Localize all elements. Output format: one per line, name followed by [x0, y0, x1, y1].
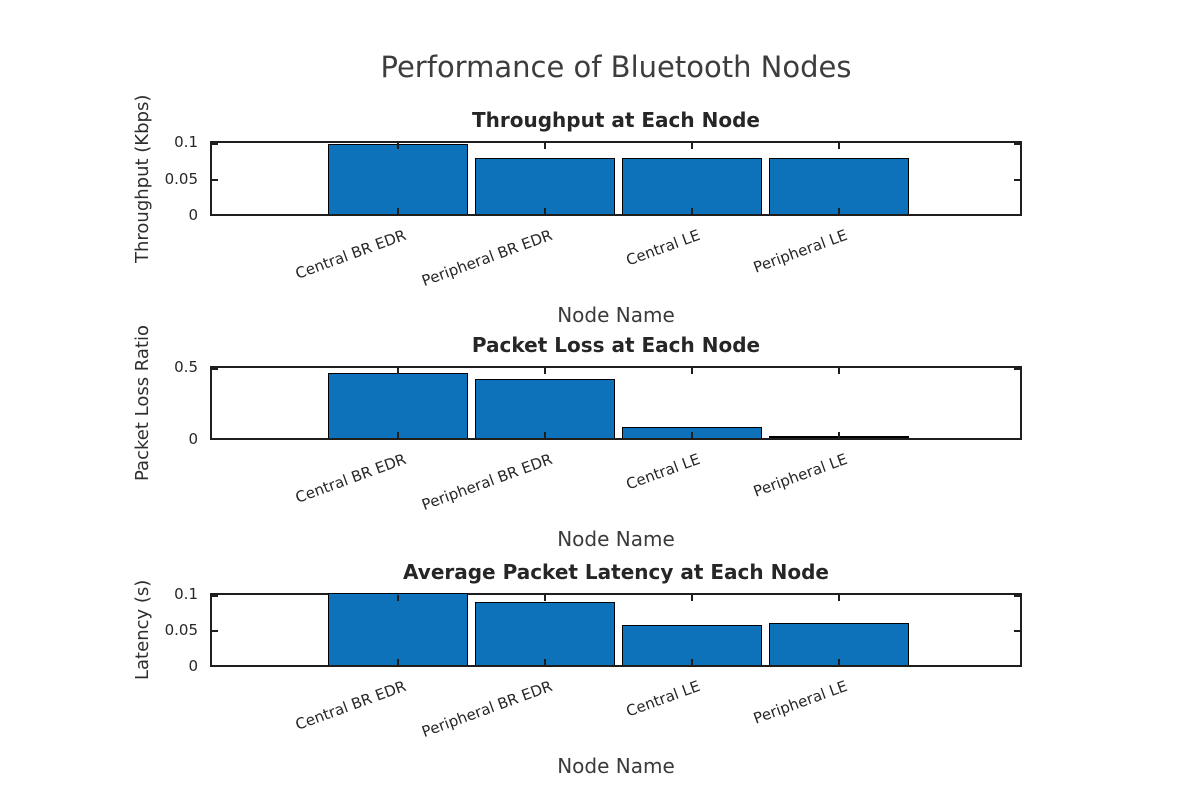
- x-tick-mark: [397, 368, 399, 374]
- x-tick-mark: [544, 432, 546, 438]
- y-tick-mark: [212, 665, 218, 667]
- bar-Central BR EDR: [328, 143, 468, 214]
- x-tick-label: Peripheral LE: [750, 226, 850, 277]
- y-tick-mark: [1014, 438, 1020, 440]
- x-tick-mark: [544, 368, 546, 374]
- x-tick-mark: [544, 143, 546, 149]
- y-tick-mark: [1014, 143, 1020, 145]
- x-tick-mark: [544, 208, 546, 214]
- x-tick-mark: [397, 143, 399, 149]
- x-tick-label: Central LE: [623, 677, 703, 721]
- subplot-title: Average Packet Latency at Each Node: [403, 560, 829, 584]
- x-tick-label: Central LE: [623, 226, 703, 270]
- bar-Peripheral LE: [769, 623, 909, 665]
- x-axis-label: Node Name: [557, 527, 675, 551]
- bar-Central LE: [622, 157, 762, 214]
- x-tick-mark: [838, 143, 840, 149]
- plot-area: [210, 366, 1022, 440]
- y-tick-mark: [212, 214, 218, 216]
- x-tick-label: Peripheral LE: [750, 450, 850, 501]
- y-tick-mark: [212, 438, 218, 440]
- y-tick-mark: [1014, 214, 1020, 216]
- y-tick-mark: [212, 143, 218, 145]
- y-tick-label: 0.05: [164, 169, 198, 188]
- y-tick-mark: [1014, 368, 1020, 370]
- y-tick-mark: [212, 630, 218, 632]
- x-axis-label: Node Name: [557, 303, 675, 327]
- x-tick-mark: [397, 432, 399, 438]
- x-tick-mark: [838, 595, 840, 601]
- y-tick-mark: [1014, 630, 1020, 632]
- x-tick-mark: [397, 595, 399, 601]
- x-tick-label: Peripheral BR EDR: [419, 226, 556, 290]
- x-tick-mark: [691, 595, 693, 601]
- y-tick-label: 0: [188, 430, 198, 448]
- y-tick-mark: [212, 178, 218, 181]
- x-tick-mark: [544, 659, 546, 665]
- y-tick-label: 0: [188, 657, 198, 675]
- x-tick-label: Central BR EDR: [292, 450, 409, 507]
- y-tick-mark: [212, 595, 218, 597]
- y-tick-label: 0.5: [174, 358, 198, 376]
- bar-Peripheral BR EDR: [475, 378, 615, 438]
- x-tick-mark: [691, 368, 693, 374]
- x-tick-mark: [691, 208, 693, 214]
- figure-title: Performance of Bluetooth Nodes: [380, 50, 852, 84]
- x-tick-label: Central BR EDR: [292, 226, 409, 283]
- y-tick-mark: [212, 368, 218, 370]
- y-tick-label: 0.05: [164, 621, 198, 639]
- bar-Peripheral LE: [769, 157, 909, 214]
- y-tick-label: 0.1: [174, 585, 198, 603]
- y-tick-mark: [1014, 178, 1020, 181]
- x-axis-label: Node Name: [557, 754, 675, 778]
- x-tick-label: Central LE: [623, 450, 703, 494]
- x-tick-mark: [691, 659, 693, 665]
- x-tick-label: Peripheral BR EDR: [419, 677, 556, 741]
- x-tick-mark: [691, 432, 693, 438]
- y-tick-label: 0.1: [174, 133, 198, 151]
- x-tick-mark: [838, 432, 840, 438]
- bar-Peripheral BR EDR: [475, 157, 615, 214]
- x-tick-label: Peripheral LE: [750, 677, 850, 728]
- x-tick-mark: [838, 659, 840, 665]
- plot-area: [210, 141, 1022, 216]
- bar-Peripheral BR EDR: [475, 601, 615, 665]
- bar-Central LE: [622, 624, 762, 665]
- x-tick-label: Peripheral BR EDR: [419, 450, 556, 514]
- y-tick-mark: [1014, 595, 1020, 597]
- y-axis-label: Packet Loss Ratio: [132, 324, 153, 482]
- x-tick-label: Central BR EDR: [292, 677, 409, 734]
- x-tick-mark: [397, 208, 399, 214]
- y-tick-mark: [1014, 665, 1020, 667]
- bar-Central BR EDR: [328, 373, 468, 438]
- bar-Central BR EDR: [328, 593, 468, 665]
- x-tick-mark: [397, 659, 399, 665]
- y-tick-label: 0: [188, 206, 198, 224]
- x-tick-mark: [691, 143, 693, 149]
- subplot-title: Throughput at Each Node: [472, 108, 760, 132]
- x-tick-mark: [838, 208, 840, 214]
- subplot-title: Packet Loss at Each Node: [471, 333, 761, 357]
- x-tick-mark: [838, 368, 840, 374]
- plot-area: [210, 593, 1022, 667]
- x-tick-mark: [544, 595, 546, 601]
